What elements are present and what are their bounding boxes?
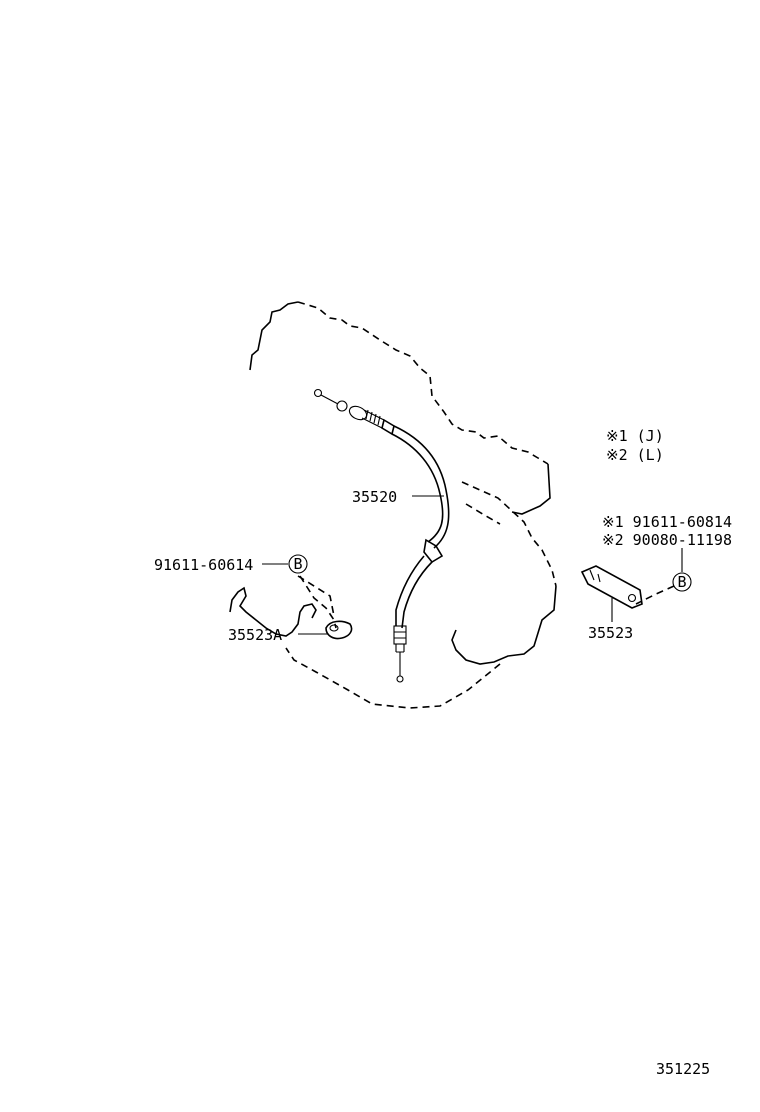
callout-b-left: B: [288, 554, 308, 574]
clamp-35523a: [325, 620, 353, 640]
housing-lower-left-dash: [299, 575, 337, 629]
leader-bolt-right-dashed: [635, 585, 675, 605]
leader-bolt-left-dashed: [297, 575, 335, 617]
label-35523: 35523: [588, 624, 633, 642]
label-91611-60614: 91611-60614: [154, 556, 253, 574]
label-bolt-right-2: ※2 90080-11198: [602, 531, 732, 549]
housing-upper-dashed: [297, 301, 549, 465]
legend-note-2: ※2 (L): [606, 446, 664, 464]
housing-lower-dashed-top: [461, 481, 557, 587]
svg-text:B: B: [293, 555, 302, 573]
housing-lower-left-edge: [229, 586, 317, 637]
housing-lower-bottom-dashed: [285, 647, 501, 709]
legend-note-1: ※1 (J): [606, 427, 664, 445]
figure-number: 351225: [656, 1060, 710, 1078]
housing-upper-outline: [249, 301, 299, 371]
label-35523a: 35523A: [228, 626, 282, 644]
label-bolt-right-1: ※1 91611-60814: [602, 513, 732, 531]
shift-cable: [313, 388, 450, 683]
housing-upper-right-edge: [511, 463, 551, 515]
svg-text:B: B: [677, 573, 686, 591]
housing-lower-right: [451, 585, 557, 665]
label-35520: 35520: [352, 488, 397, 506]
bracket-35523: [580, 565, 643, 609]
callout-b-right: B: [672, 572, 692, 592]
cable-guide-dashed: [465, 503, 501, 525]
